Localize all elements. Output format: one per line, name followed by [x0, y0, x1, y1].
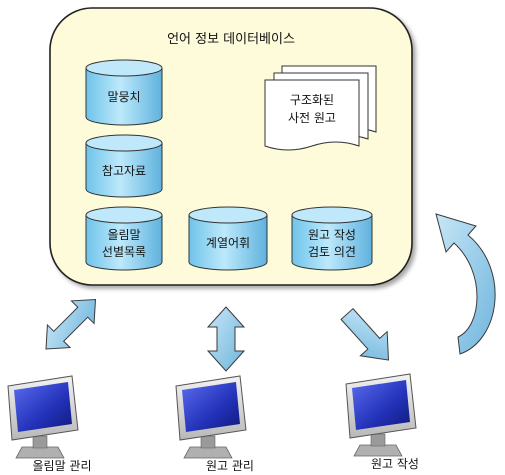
workstation-authoring: 원고 작성 [345, 373, 419, 471]
review-label-2: 검토 의견 [308, 245, 356, 259]
workstation-headword: 올림말 관리 [7, 375, 92, 473]
database-title: 언어 정보 데이터베이스 [167, 32, 295, 47]
document-label-1: 구조화된 [290, 93, 334, 107]
monitor-icon [175, 375, 247, 459]
lexicon-label: 계열어휘 [206, 236, 250, 250]
curved-return-arrow [435, 213, 496, 355]
reference-label: 참고자료 [102, 164, 146, 178]
structured-manuscript-document: 구조화된 사전 원고 [264, 65, 377, 151]
headword-list-store: 올림말 선별목록 [85, 206, 163, 271]
review-store: 원고 작성 검토 의견 [291, 206, 373, 271]
workstation-label-manuscript-management: 원고 관리 [206, 459, 254, 473]
lexicon-store: 계열어휘 [188, 206, 268, 271]
workstation-label-authoring: 원고 작성 [371, 457, 419, 471]
headword-list-label-2: 선별목록 [102, 245, 146, 259]
workstation-label-headword: 올림말 관리 [32, 459, 91, 473]
reference-store: 참고자료 [85, 134, 163, 198]
review-label-1: 원고 작성 [308, 228, 356, 242]
corpus-store: 말뭉치 [85, 59, 163, 126]
arrow-authoring-down [340, 307, 390, 361]
monitor-icon [345, 373, 417, 457]
document-label-2: 사전 원고 [288, 111, 336, 125]
arrow-manuscript-sync [206, 306, 246, 372]
headword-list-label-1: 올림말 [107, 228, 140, 242]
corpus-label: 말뭉치 [107, 90, 140, 104]
workstation-manuscript-management: 원고 관리 [175, 375, 254, 473]
arrow-headword-sync [45, 298, 97, 350]
monitor-icon [7, 375, 79, 459]
